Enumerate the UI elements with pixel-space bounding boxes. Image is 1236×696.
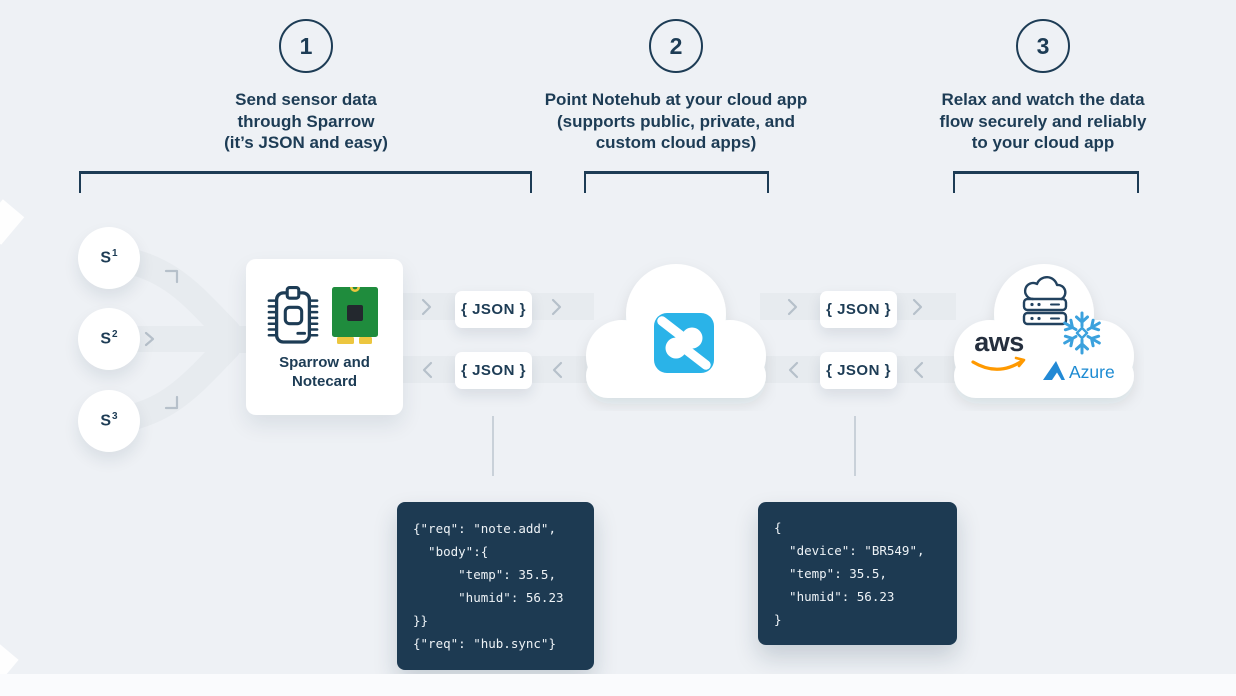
code-line: "temp": 35.5, — [413, 567, 556, 582]
cloud-apps-cloud: Azure — [954, 264, 1134, 398]
step-1-number: 1 — [299, 32, 313, 59]
step-2-bracket — [584, 171, 769, 193]
device-card-label: Sparrow and Notecard — [246, 353, 403, 391]
chevron-left-icon — [913, 361, 924, 379]
flow-direction-chevrons — [144, 269, 924, 410]
chevron-right-icon — [551, 298, 562, 316]
code-line: "temp": 35.5, — [774, 566, 887, 581]
json-badge-cloud-out: { JSON } — [820, 291, 897, 328]
step-1-line-2: through Sparrow — [237, 111, 375, 131]
sensor-1-label: S1 — [100, 248, 118, 267]
code-line: {"req": "note.add", — [413, 521, 556, 536]
aws-logo-swoosh — [971, 356, 1026, 371]
chevron-left-icon — [788, 361, 799, 379]
json-badge-device-out: { JSON } — [455, 291, 532, 328]
step-1-description: Send sensor data through Sparrow (it’s J… — [156, 89, 456, 154]
step-3-circle: 3 — [1016, 19, 1070, 73]
note-add-code-block: {"req": "note.add", "body":{ "temp": 35.… — [397, 502, 594, 670]
step-3-line-2: flow securely and reliably — [939, 111, 1147, 131]
code-line: "body":{ — [413, 544, 489, 559]
chevron-left-icon — [552, 361, 563, 379]
step-1-line-3: (it’s JSON and easy) — [224, 133, 388, 152]
code-connector-line — [492, 416, 494, 476]
bend-corner-icon — [164, 395, 179, 410]
step-3-number: 3 — [1036, 32, 1050, 59]
code-line: } — [774, 612, 782, 627]
aws-logo: aws — [974, 327, 1024, 357]
bottom-strip — [0, 674, 1236, 696]
json-badge-device-return: { JSON } — [455, 352, 532, 389]
chevron-left-icon — [422, 361, 433, 379]
json-badge-cloud-return: { JSON } — [820, 352, 897, 389]
step-2-description: Point Notehub at your cloud app (support… — [526, 89, 826, 154]
sensor-2-label: S2 — [100, 329, 118, 348]
step-3-line-3: to your cloud app — [971, 133, 1115, 152]
sensor-node-2: S2 — [78, 308, 140, 370]
sparrow-chip-icon — [267, 286, 319, 344]
device-label-line-1: Sparrow and — [279, 354, 370, 371]
chevron-right-icon — [421, 298, 432, 316]
code-line: {"req": "hub.sync"} — [413, 636, 556, 651]
chevron-right-icon — [912, 298, 923, 316]
sensor-node-1: S1 — [78, 227, 140, 289]
sensor-3-label: S3 — [100, 411, 118, 430]
chevron-right-icon — [787, 298, 798, 316]
code-line: "humid": 56.23 — [774, 589, 895, 604]
sparrow-notecard-card: Sparrow and Notecard — [246, 259, 403, 415]
notehub-logo — [654, 313, 714, 373]
step-3-description: Relax and watch the data flow securely a… — [893, 89, 1193, 154]
step-2-number: 2 — [669, 32, 683, 59]
snowflake-logo — [1063, 311, 1101, 355]
step-1-bracket — [79, 171, 532, 193]
code-line: "humid": 56.23 — [413, 590, 564, 605]
step-2-line-1: Point Notehub at your cloud app — [544, 90, 808, 109]
code-line: }} — [413, 613, 429, 628]
device-payload-code-block: { "device": "BR549", "temp": 35.5, "humi… — [758, 502, 957, 645]
code-line: "device": "BR549", — [774, 543, 925, 558]
step-2-line-2: (supports public, private, and — [556, 111, 796, 131]
bend-corner-icon — [164, 269, 179, 284]
notecard-icon — [332, 287, 378, 344]
step-2-line-3: custom cloud apps) — [595, 133, 757, 152]
step-3-line-1: Relax and watch the data — [941, 90, 1145, 109]
sensor-node-3: S3 — [78, 390, 140, 452]
azure-wordmark: Azure — [1069, 362, 1115, 382]
code-line: { — [774, 520, 782, 535]
notehub-cloud — [586, 264, 766, 398]
step-1-line-1: Send sensor data — [235, 90, 377, 109]
device-label-line-2: Notecard — [291, 373, 358, 390]
step-3-bracket — [953, 171, 1139, 193]
cloud-server-icon — [1022, 275, 1068, 326]
azure-logo: Azure — [1043, 361, 1115, 382]
chevron-right-icon — [144, 331, 155, 347]
code-connector-line — [854, 416, 856, 476]
step-1-circle: 1 — [279, 19, 333, 73]
step-2-circle: 2 — [649, 19, 703, 73]
